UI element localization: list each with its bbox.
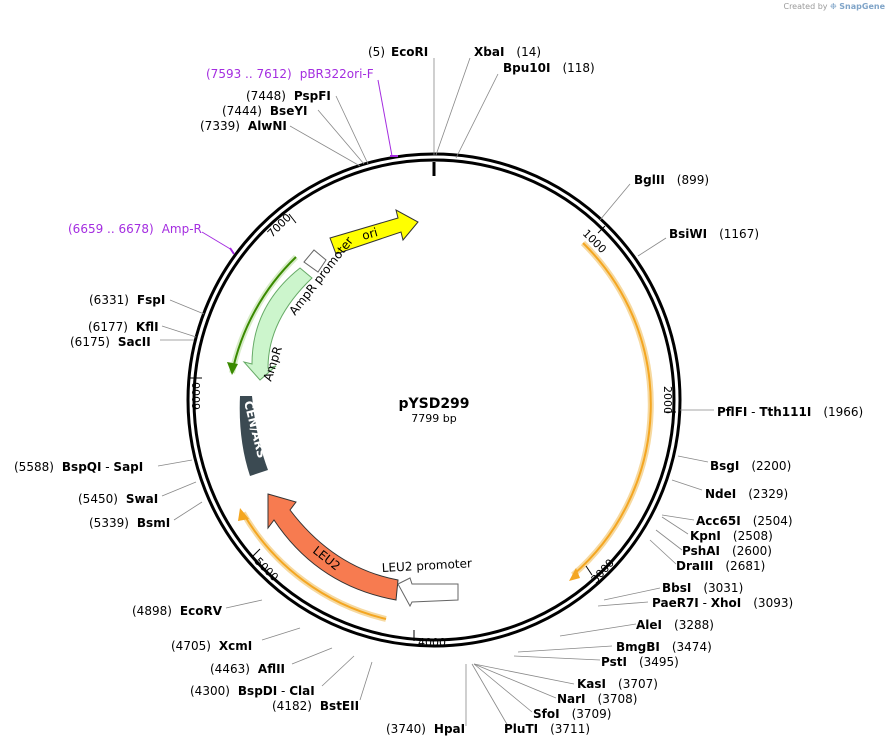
tick-2000: 2000 <box>661 386 674 414</box>
enzyme-swai: (5450)SwaI <box>78 492 158 506</box>
feature-cen-ars <box>239 396 268 476</box>
scale-ticks <box>190 213 676 641</box>
enzyme-sfoi: SfoI(3709) <box>533 707 611 721</box>
plasmid-length: 7799 bp <box>411 412 456 425</box>
enzyme-pspfi: (7448)PspFI <box>246 89 331 103</box>
enzyme-pluti: PluTI(3711) <box>504 722 590 736</box>
snapgene-logo-icon: ❉ <box>830 2 837 11</box>
enzyme-bseyi: (7444)BseYI <box>222 104 308 118</box>
enzyme-kasi: KasI(3707) <box>577 677 658 691</box>
enzyme-acc65i: Acc65I(2504) <box>696 514 793 528</box>
backbone-inner-ring <box>192 158 676 642</box>
feature-ampr-promoter <box>303 249 327 273</box>
label-leu2-promoter: LEU2 promoter <box>381 556 472 575</box>
enzyme-bpu10i: Bpu10I(118) <box>503 61 595 75</box>
primer-amp-r: (6659 .. 6678)Amp-R <box>68 222 202 236</box>
feature-leu2-promoter <box>397 577 459 608</box>
enzyme-hpai: (3740)HpaI <box>386 722 465 736</box>
orf-arc-left-green-head <box>227 362 238 375</box>
enzyme-bglii: BglII(899) <box>634 173 709 187</box>
enzyme-ecori: (5)EcoRI <box>368 45 428 59</box>
feature-leu2 <box>267 493 399 601</box>
tick-6000: 6000 <box>190 382 203 410</box>
enzyme-pshai: PshAI(2600) <box>682 544 772 558</box>
enzyme-draiii: DraIII(2681) <box>676 559 765 573</box>
enzyme-ndei: NdeI(2329) <box>705 487 788 501</box>
tick-4000: 4000 <box>418 636 446 649</box>
primer-connectors <box>201 79 398 255</box>
credit-prefix: Created by <box>783 2 828 11</box>
enzyme-fspi: (6331)FspI <box>89 293 165 307</box>
feature-ori <box>329 209 419 255</box>
enzyme-alei: AleI(3288) <box>636 618 714 632</box>
enzyme-pflfi-tth111i: PflFI - Tth111I(1966) <box>717 405 863 419</box>
enzyme-aflii: (4463)AflII <box>210 662 285 676</box>
enzyme-xbai: XbaI(14) <box>474 45 541 59</box>
credit-brand: SnapGene <box>839 2 885 11</box>
enzyme-bspqi-sapi: (5588)BspQI - SapI <box>14 460 143 474</box>
enzyme-paer7i-xhoi: PaeR7I - XhoI(3093) <box>652 596 793 610</box>
enzyme-bsiwi: BsiWI(1167) <box>669 227 759 241</box>
enzyme-psti: PstI(3495) <box>601 655 679 669</box>
enzyme-kfli: (6177)KflI <box>88 320 159 334</box>
enzyme-connectors <box>157 57 714 727</box>
enzyme-ecorv: (4898)EcoRV <box>132 604 223 618</box>
plasmid-name: pYSD299 <box>398 396 469 412</box>
enzyme-bsteii: (4182)BstEII <box>272 699 359 713</box>
label-ori: ori <box>360 225 379 243</box>
enzyme-nari: NarI(3708) <box>557 692 637 706</box>
snapgene-credit: Created by ❉ SnapGene <box>783 2 885 11</box>
enzyme-bbsi: BbsI(3031) <box>662 581 743 595</box>
feature-ampr <box>242 267 313 381</box>
enzyme-bsgi: BsgI(2200) <box>710 459 791 473</box>
enzyme-bspdi-clai: (4300)BspDI - ClaI <box>190 684 315 698</box>
orf-arc-right-head <box>569 568 580 581</box>
primer-pbr322ori-f: (7593 .. 7612)pBR322ori-F <box>206 67 374 81</box>
enzyme-xcmi: (4705)XcmI <box>171 639 252 653</box>
enzyme-kpni: KpnI(2508) <box>690 529 773 543</box>
enzyme-bsmi: (5339)BsmI <box>89 516 170 530</box>
enzyme-alwni: (7339)AlwNI <box>200 119 287 133</box>
enzyme-bmgbi: BmgBI(3474) <box>616 640 712 654</box>
orf-arc-bottom-left-head <box>238 508 249 521</box>
enzyme-sacii: (6175)SacII <box>70 335 151 349</box>
